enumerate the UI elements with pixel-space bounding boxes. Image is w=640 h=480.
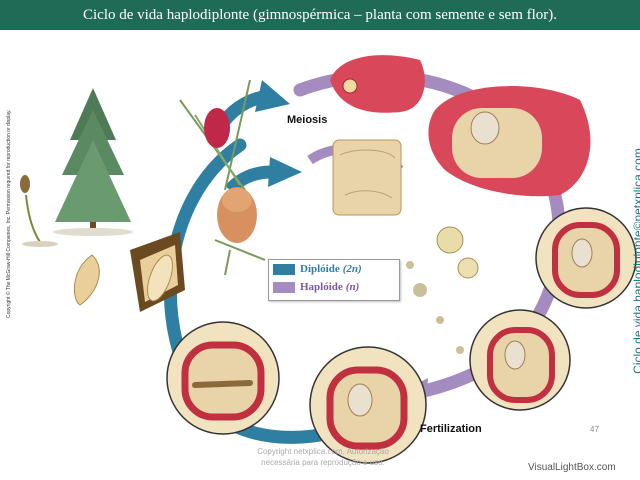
page-title: Ciclo de vida haplodiplonte (gimnospérmi… [82,6,558,23]
pollen-grain-icon [406,226,479,354]
pollen-sac-icon [332,139,402,216]
diploid-label: Diplóide [300,263,340,275]
winged-seed-icon [73,254,100,306]
arrowhead-lower-icon [268,157,302,187]
diploid-swatch [273,263,295,275]
diploid-ploidy: (2n) [342,263,362,275]
page-number: 47 [590,425,599,434]
arrowhead-upper-icon [255,80,290,112]
meiosis-label: Meiosis [287,114,328,126]
seedling-icon [20,175,58,247]
legend: Diplóide (2n) Haplóide (n) [268,259,400,301]
footer-copyright: Copyright netxplica.com. Autorização nec… [228,446,418,468]
footer-copyright-line1: Copyright netxplica.com. Autorização [257,447,389,456]
side-credit: Ciclo de vida haplodiplonte©netxplica.co… [631,148,640,374]
haploid-label: Haplóide [300,281,343,293]
pine-tree-icon [53,88,133,236]
title-bar: Ciclo de vida haplodiplonte (gimnospérmi… [0,0,640,30]
fertilization-label: Fertilization [420,423,482,435]
haploid-swatch [273,281,295,293]
footer-copyright-line2: necessária para reprodução e uso. [261,458,385,467]
sporangium-icon [330,55,425,113]
legend-row-diploid: Diplóide (2n) [269,260,399,278]
pollen-cone-icon [179,79,251,191]
side-copyright: Copyright © The McGraw-Hill Companies, I… [6,109,12,318]
haploid-ploidy: (n) [345,281,360,293]
seed-cone-icon [214,187,266,276]
legend-row-haploid: Haplóide (n) [269,278,399,296]
diploid-lower-arrow-icon [225,165,273,195]
seed-coat-icon [130,232,185,312]
watermark: VisualLightBox.com [528,462,616,473]
ovule-icon-top-right [428,86,591,197]
